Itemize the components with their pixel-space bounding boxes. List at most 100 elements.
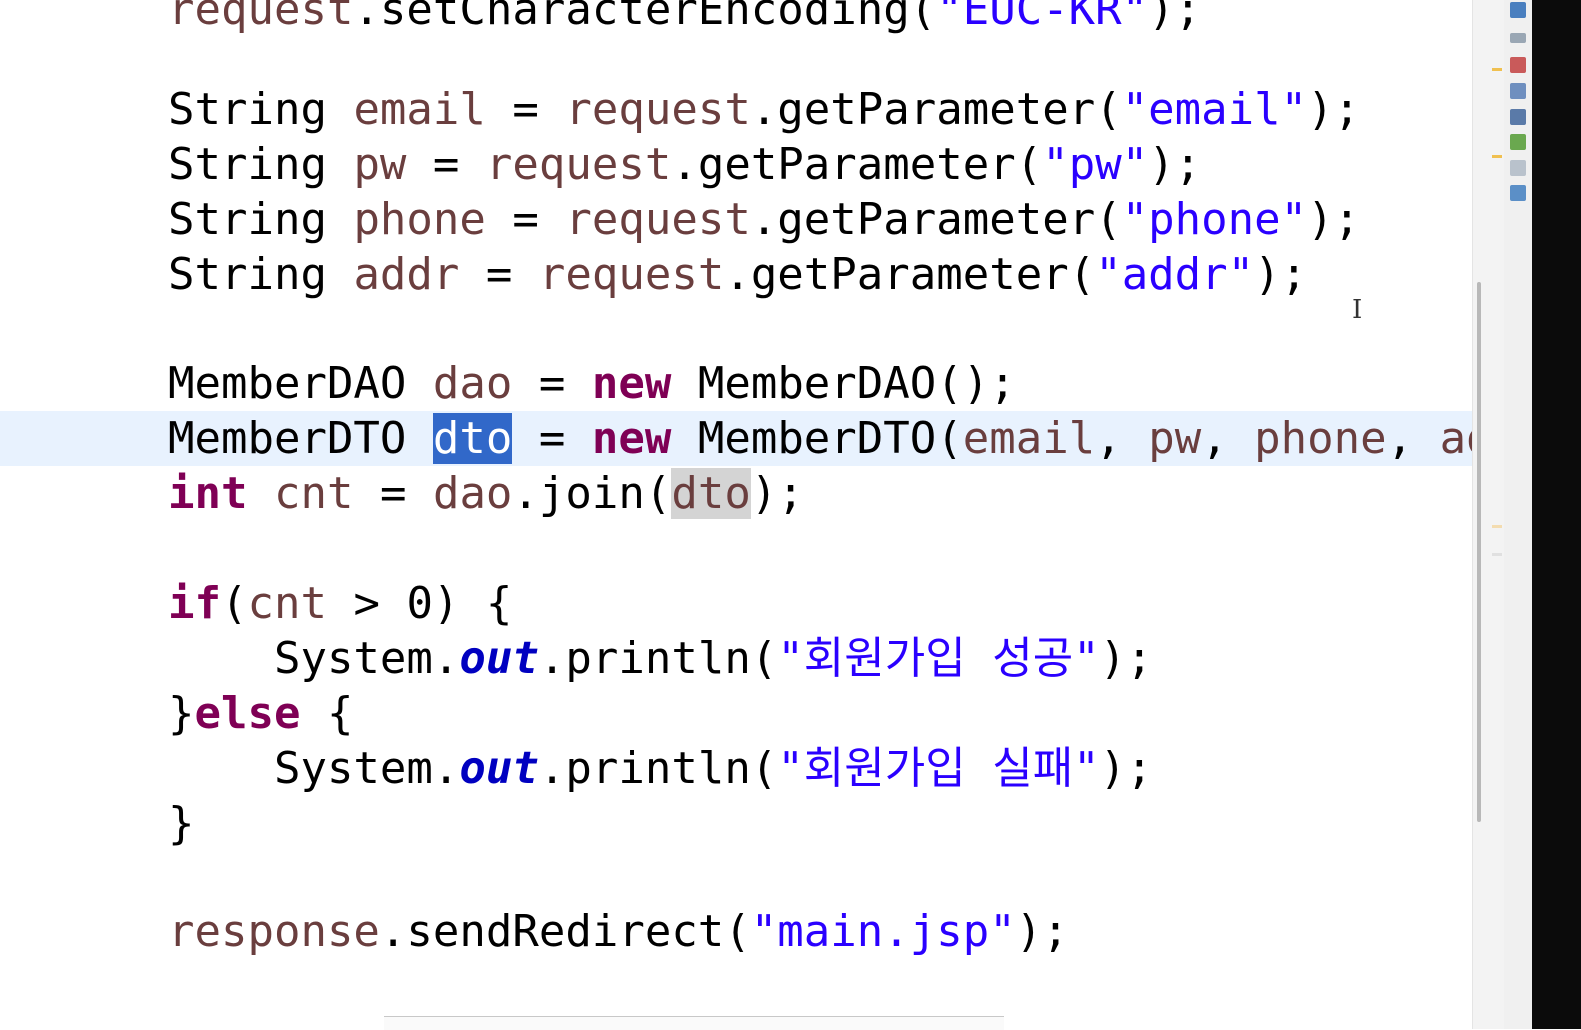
code-token: , [1386,413,1440,464]
code-token: "email" [1121,84,1308,135]
code-token: request [485,139,672,190]
code-token: = [512,358,592,409]
code-token: addr [353,249,460,300]
code-token: .sendRedirect( [379,906,751,957]
code-token: "회원가입 실패" [777,743,1100,794]
code-token: ); [1307,84,1361,135]
code-line: int cnt = dao.join(dto); [0,466,1472,521]
code-token: = [485,84,566,135]
outline-icon[interactable] [1510,2,1526,18]
code-token: "addr" [1095,249,1255,300]
code-token: out [459,743,539,794]
code-token: String [168,194,354,245]
code-token: cnt [273,468,354,519]
code-token: add [1439,413,1472,464]
code-token: new [591,413,672,464]
code-token: email [962,413,1096,464]
window-border [1532,0,1581,1029]
code-token: dao [432,358,513,409]
popup-edge [384,1016,1004,1030]
code-token: "pw" [1042,139,1149,190]
code-editor[interactable]: request.setCharacterEncoding("EUC-KR"); … [0,0,1472,1029]
code-token: System. [168,633,460,684]
overview-marker[interactable] [1492,68,1502,71]
code-token: ); [1254,249,1308,300]
code-token: phone [353,194,486,245]
code-token: request [168,0,354,35]
code-line: if(cnt > 0) { [0,576,1472,631]
code-token: = [459,249,539,300]
code-token: } [168,688,195,739]
code-token: .getParameter( [750,194,1122,245]
code-token: int [168,468,248,519]
code-token: .getParameter( [750,84,1122,135]
code-line: System.out.println("회원가입 실패"); [0,741,1472,796]
code-line: MemberDAO dao = new MemberDAO(); [0,356,1472,411]
overview-marker[interactable] [1492,155,1502,158]
code-token: "phone" [1121,194,1308,245]
code-token: .getParameter( [671,139,1043,190]
monitor-icon[interactable] [1510,185,1526,201]
code-token: out [459,633,539,684]
code-line: System.out.println("회원가입 성공"); [0,631,1472,686]
code-token: if [168,578,221,629]
code-line: response.sendRedirect("main.jsp"); [0,904,1472,959]
code-token: = [353,468,433,519]
code-token: .println( [538,633,778,684]
code-token: "main.jsp" [750,906,1016,957]
code-line: String addr = request.getParameter("addr… [0,247,1472,302]
code-token: phone [1254,413,1387,464]
code-token: ( [220,578,248,629]
code-token: { [300,688,354,739]
package-icon[interactable] [1510,134,1526,150]
code-line: request.setCharacterEncoding("EUC-KR"); [0,0,1472,37]
side-toolbar [1504,0,1532,1029]
code-token: MemberDTO( [671,413,963,464]
code-line: String phone = request.getParameter("pho… [0,192,1472,247]
console-icon[interactable] [1510,160,1526,176]
code-token: new [591,358,672,409]
code-token: String [168,139,354,190]
code-token: MemberDAO [168,358,433,409]
code-token: .println( [538,743,778,794]
code-token: request [538,249,725,300]
code-token: "회원가입 성공" [777,633,1100,684]
code-token: = [512,413,592,464]
code-token: , [1095,413,1149,464]
restore-icon[interactable] [1510,33,1526,43]
code-token: System. [168,743,460,794]
code-token: dto [432,413,513,464]
git-icon[interactable] [1510,109,1526,125]
code-token: MemberDAO(); [671,358,1016,409]
code-line: } [0,796,1472,851]
code-token: = [485,194,566,245]
vertical-scrollbar-thumb[interactable] [1477,282,1481,822]
code-token: .setCharacterEncoding( [353,0,937,35]
ibeam-cursor-icon: I [1352,295,1363,325]
code-token: else [194,688,301,739]
hierarchy-icon[interactable] [1510,83,1526,99]
code-token: dao [432,468,513,519]
code-token: "EUC-KR" [936,0,1149,35]
overview-marker[interactable] [1492,553,1502,556]
code-token: = [406,139,486,190]
code-token: ); [1099,633,1153,684]
code-token [247,468,274,519]
code-line: String email = request.getParameter("ema… [0,82,1472,137]
code-token: > 0) { [326,578,513,629]
code-token: , [1201,413,1255,464]
code-token: ); [1307,194,1361,245]
code-token: request [565,194,751,245]
code-token: request [565,84,751,135]
code-token: .getParameter( [724,249,1096,300]
code-token: email [353,84,486,135]
code-token: .join( [512,468,672,519]
overview-marker[interactable] [1492,525,1502,528]
code-token: pw [353,139,407,190]
palette-icon[interactable] [1510,57,1526,73]
code-line: String pw = request.getParameter("pw"); [0,137,1472,192]
code-token: MemberDTO [168,413,433,464]
code-token: ); [1015,906,1069,957]
code-line: }else { [0,686,1472,741]
code-token: String [168,84,354,135]
